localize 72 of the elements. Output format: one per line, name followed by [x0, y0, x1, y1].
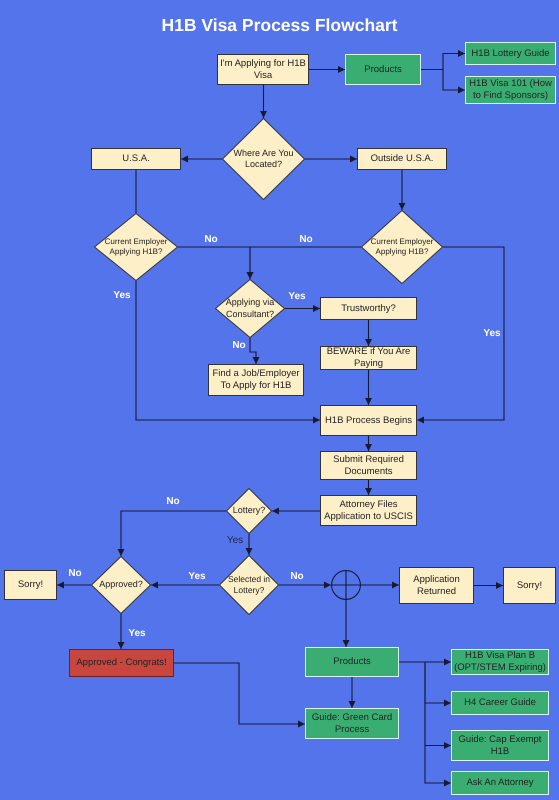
decision-diamond: Lottery?: [226, 488, 272, 534]
arrow: [365, 480, 372, 495]
process-box: U.S.A.: [91, 148, 181, 170]
arrow: [260, 85, 267, 118]
process-box: Sorry!: [503, 567, 556, 604]
arrow: [285, 305, 320, 312]
arrow: [309, 66, 345, 73]
edge-label: Yes: [188, 571, 206, 583]
resource-box: Guide: Green Card Process: [305, 708, 399, 739]
decision-diamond: Where Are You Located?: [222, 118, 305, 200]
arrow: [361, 582, 399, 588]
edge-label: No: [204, 234, 218, 246]
resource-box: H1B Lottery Guide: [465, 42, 556, 65]
edge-label: Yes: [113, 290, 131, 302]
arrow: [417, 246, 505, 424]
resource-box: Guide: Cap Exempt H1B: [451, 730, 549, 761]
edge-label: Yes: [483, 328, 501, 340]
arrow: [272, 508, 320, 514]
connector-line: [135, 170, 137, 213]
edge-label: No: [299, 234, 313, 246]
edge-label: No: [68, 568, 82, 580]
edge-label: No: [290, 571, 304, 583]
resource-box: Products: [305, 647, 399, 677]
decision-diamond: Current Employer Applying H1B?: [94, 213, 178, 281]
decision-diamond: Approved?: [91, 556, 151, 614]
process-box: Submit Required Documents: [320, 451, 417, 480]
edge-label: Yes: [288, 291, 306, 303]
arrow: [118, 510, 226, 556]
decision-diamond: Current Employer Applying H1B?: [361, 210, 443, 284]
process-box: Trustworthy?: [320, 297, 417, 320]
edge-label: Yes: [128, 628, 146, 640]
process-box: Sorry!: [4, 570, 57, 600]
process-box: Attorney Files Application to USCIS: [320, 495, 417, 526]
process-box: Outside U.S.A.: [357, 148, 447, 170]
arrow: [57, 582, 91, 588]
junction-circle: [331, 570, 361, 600]
arrow: [399, 661, 451, 786]
arrow: [365, 436, 372, 451]
arrow: [365, 370, 372, 405]
arrow: [246, 246, 361, 279]
arrow: [398, 170, 406, 210]
resource-box: H1B Visa Plan B (OPT/STEM Expiring): [451, 649, 549, 675]
diagram-title: H1B Visa Process Flowchart: [161, 14, 398, 36]
arrow: [305, 156, 357, 162]
process-box: I'm Applying for H1B Visa: [217, 54, 309, 85]
decision-diamond: Applying via Consultant?: [215, 279, 285, 338]
arrow: [118, 614, 124, 649]
resource-box: H1B Visa 101 (How to Find Sponsors): [465, 76, 556, 104]
arrow: [421, 68, 465, 94]
edge-label: Yes: [226, 535, 244, 547]
resource-box: Products: [345, 54, 421, 85]
arrow: [249, 338, 260, 364]
resource-box: H4 Career Guide: [451, 691, 549, 715]
arrow: [365, 320, 372, 346]
process-box: Application Returned: [399, 567, 474, 604]
resource-box: Ask An Attorney: [451, 771, 549, 795]
arrow: [342, 600, 350, 647]
arrow: [474, 582, 503, 589]
process-box: H1B Process Begins: [320, 405, 417, 436]
process-box: BEWARE if You Are Paying: [320, 346, 417, 370]
arrow: [246, 534, 252, 555]
decision-diamond: Selected in Lottery?: [219, 555, 279, 615]
arrow: [279, 582, 331, 588]
arrow: [135, 281, 320, 424]
process-box: Find a Job/Employer To Apply for H1B: [208, 364, 304, 396]
arrow: [174, 662, 305, 728]
result-box: Approved - Congrats!: [69, 649, 174, 677]
edge-label: No: [232, 340, 246, 352]
arrow: [348, 677, 356, 708]
arrow: [181, 156, 222, 162]
arrow: [151, 582, 219, 588]
edge-label: No: [166, 496, 180, 508]
